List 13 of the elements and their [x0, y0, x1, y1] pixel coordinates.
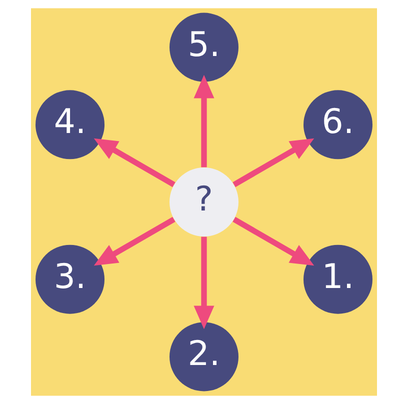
node-circle: 1. — [304, 244, 372, 314]
node-circle: 6. — [304, 90, 372, 160]
node-circle: 5. — [170, 12, 238, 82]
arrow — [94, 216, 176, 266]
node-circle: 3. — [36, 244, 104, 314]
node-circle: ? — [170, 168, 238, 236]
arrow — [194, 74, 214, 168]
node-circle: 2. — [170, 322, 238, 392]
arrow — [194, 236, 214, 330]
node-circle: 4. — [36, 90, 104, 160]
arrow — [232, 216, 314, 266]
arrow — [232, 138, 314, 188]
arrow — [94, 138, 176, 188]
